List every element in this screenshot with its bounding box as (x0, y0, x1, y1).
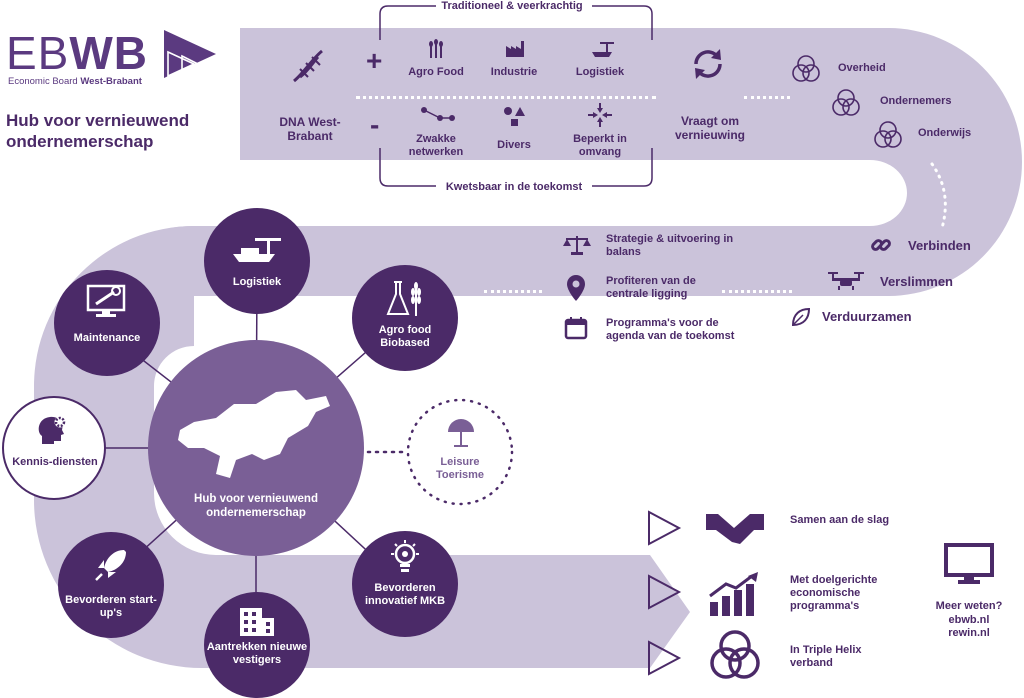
action-label: Verbinden (908, 238, 971, 253)
contact-link[interactable]: ebwb.nl (948, 614, 990, 626)
ship-crane-icon (233, 238, 281, 262)
spoke-startups (58, 532, 164, 638)
monitor-wrench-icon (86, 284, 126, 317)
compress-icon (588, 103, 612, 127)
drone-icon (828, 272, 864, 290)
dotted-curve (930, 162, 947, 230)
spoke-mkb (352, 531, 458, 637)
separator (484, 290, 542, 293)
triple-helix-icon (874, 121, 902, 148)
spoke-label: Aantrekken nieuwe vestigers (206, 641, 308, 666)
rocket-icon (95, 550, 126, 581)
weakness-label: Beperkt in omvang (573, 133, 627, 158)
dna-label: DNA West-Brabant (279, 115, 341, 143)
action-label: Verduurzamen (822, 309, 912, 324)
bracket-top-label: Traditioneel & veerkrachtig (441, 0, 583, 12)
bracket-bottom-label: Kwetsbaar in de toekomst (445, 181, 583, 193)
approach-label: Samen aan de slag (790, 514, 890, 526)
wheat-icon (429, 39, 443, 58)
subtitle-bold: West-Brabant (80, 76, 142, 87)
separator (744, 96, 790, 99)
helix-label: Overheid (838, 62, 886, 74)
play-triangle-icon (648, 574, 682, 610)
spoke-kennis (2, 396, 106, 500)
triple-helix-icon (832, 89, 860, 116)
contact-title: Meer weten? (935, 600, 1003, 612)
hub-center-label: Hub voor vernieuwend ondernemerschap (194, 493, 318, 519)
monitor-icon (944, 543, 994, 584)
spoke-maintenance (54, 270, 160, 376)
subtitle-light: Economic Board (8, 76, 81, 87)
action-label: Verslimmen (880, 274, 953, 289)
page-title: Hub voor vernieuwend ondernemerschap (6, 111, 190, 151)
leisure-label: Leisure Toerisme (435, 456, 485, 481)
play-triangle-icon (648, 640, 682, 676)
minus-sign: - (370, 109, 380, 140)
handshake-icon (706, 514, 764, 544)
network-icon (421, 107, 455, 121)
approach-label: Met doelgerichte economische programma's (790, 574, 878, 612)
plus-sign: + (366, 45, 383, 76)
dna-icon (293, 49, 323, 83)
separator (722, 290, 792, 293)
weakness-label: Zwakke netwerken (408, 133, 464, 158)
strength-label: Logistiek (575, 66, 625, 78)
leaf-icon (791, 307, 811, 327)
spoke-label: Kennis-diensten (12, 456, 98, 468)
separator (356, 96, 656, 99)
location-pin-icon (567, 275, 585, 301)
region-map-icon (178, 390, 330, 478)
play-triangle-icon (648, 510, 682, 546)
strength-label: Industrie (490, 66, 538, 78)
brand-subtitle: Economic Board West-Brabant (8, 76, 142, 87)
head-gear-icon (38, 416, 66, 444)
factory-icon (506, 41, 524, 57)
lightbulb-gear-icon (391, 540, 419, 572)
change-label: Vraagt om vernieuwing (674, 114, 745, 142)
scales-icon (563, 236, 591, 255)
helix-label: Onderwijs (918, 127, 972, 139)
helix-label: Ondernemers (880, 95, 952, 107)
spoke-label: Bevorderen start-up's (65, 594, 157, 619)
spoke-label: Maintenance (73, 332, 141, 344)
strategy-label: Programma's voor de agenda van de toekom… (606, 317, 735, 342)
umbrella-icon (448, 419, 474, 447)
brackets (379, 5, 653, 187)
spoke-label: Agro food Biobased (378, 324, 432, 349)
logo-triangles-icon (164, 30, 216, 80)
brand-logo: EBWB (6, 30, 148, 76)
spoke-label: Logistiek (232, 276, 282, 288)
triple-helix-icon (710, 630, 760, 679)
strategy-label: Strategie & uitvoering in balans (606, 233, 734, 258)
refresh-icon (694, 49, 722, 79)
logo-light: EB (6, 27, 70, 79)
ship-crane-icon (592, 42, 614, 57)
strategy-label: Profiteren van de centrale ligging (606, 275, 696, 300)
flask-wheat-icon (386, 281, 421, 316)
triple-helix-icon (792, 55, 820, 82)
buildings-icon (240, 608, 274, 636)
calendar-icon (564, 317, 588, 340)
spoke-label: Bevorderen innovatief MKB (364, 582, 446, 607)
link-icon (871, 239, 891, 251)
strength-label: Agro Food (408, 66, 464, 78)
weakness-label: Divers (497, 139, 531, 151)
shapes-icon (504, 107, 525, 126)
logo-bold: WB (69, 27, 149, 79)
growth-chart-icon (709, 572, 758, 616)
approach-label: In Triple Helix verband (790, 644, 862, 669)
contact-link[interactable]: rewin.nl (948, 627, 990, 639)
spoke-agro-food (352, 265, 458, 371)
